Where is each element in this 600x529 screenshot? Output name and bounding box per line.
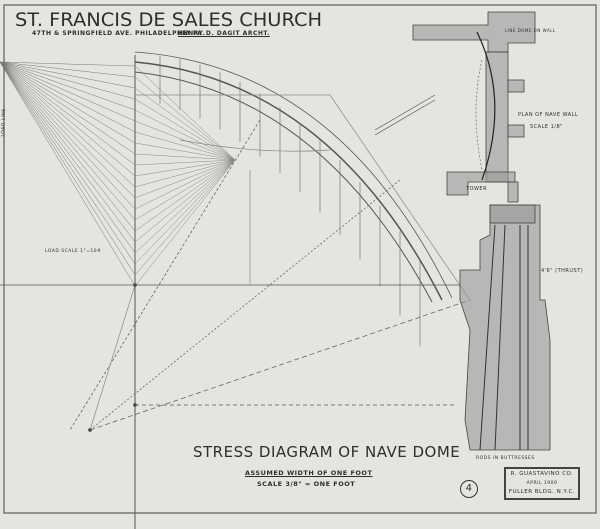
buttress-rods bbox=[479, 224, 529, 451]
fan-ray bbox=[0, 61, 136, 243]
fan-ray bbox=[134, 131, 236, 161]
nave-wall-plan bbox=[412, 11, 536, 203]
church-address: 47TH & SPRINGFIELD AVE. PHILADELPHIA PA. bbox=[32, 30, 206, 37]
architect-name: HENRY D. DAGIT ARCHT. bbox=[178, 30, 270, 37]
fan-ray bbox=[0, 61, 136, 276]
sheet-number: 4 bbox=[460, 480, 478, 498]
stamp-line-2: APRIL 1909 bbox=[526, 481, 558, 486]
dashed-resultant bbox=[89, 299, 471, 431]
fan-ray bbox=[134, 159, 236, 243]
fan-ray bbox=[134, 159, 236, 221]
tower-label: TOWER bbox=[466, 186, 488, 192]
fan-ray bbox=[134, 159, 236, 188]
sheet-border bbox=[3, 4, 597, 514]
fan-ray bbox=[0, 61, 136, 210]
fan-ray bbox=[134, 65, 236, 161]
fan-ray bbox=[0, 61, 136, 199]
fan-ray bbox=[0, 61, 136, 166]
fan-ray bbox=[134, 109, 236, 161]
fan-ray bbox=[0, 61, 136, 144]
thrust-dimension: 4'6" (THRUST) bbox=[541, 268, 584, 274]
fan-ray bbox=[0, 61, 136, 287]
fan-ray bbox=[134, 159, 236, 166]
scale-note: SCALE 3/8" = ONE FOOT bbox=[257, 480, 356, 488]
fan-ray bbox=[0, 61, 136, 100]
fan-ray bbox=[134, 159, 236, 287]
fan-ray bbox=[134, 159, 236, 199]
thrust-line bbox=[134, 51, 453, 299]
fan-ray bbox=[0, 61, 136, 188]
fan-ray bbox=[134, 159, 236, 232]
fan-ray bbox=[134, 142, 236, 161]
fan-ray bbox=[0, 61, 136, 67]
stamp-line-1: R. GUASTAVINO CO. bbox=[510, 471, 574, 477]
fan-ray bbox=[0, 61, 136, 89]
fan-ray bbox=[134, 159, 236, 265]
force-polygon-fan-2 bbox=[134, 65, 236, 287]
fan-ray bbox=[0, 61, 136, 254]
load-verticals bbox=[159, 55, 421, 347]
fan-ray bbox=[0, 61, 136, 177]
fan-ray bbox=[134, 87, 236, 161]
fan-ray bbox=[134, 153, 236, 161]
fan-ray bbox=[0, 61, 136, 221]
maker-stamp: R. GUASTAVINO CO. APRIL 1909 FULLER BLDG… bbox=[504, 467, 580, 500]
force-polygon-fan bbox=[0, 61, 136, 287]
load-line-note: LOAD LINE bbox=[1, 108, 8, 137]
plan-label: PLAN OF NAVE WALL bbox=[518, 112, 579, 118]
fan-ray bbox=[134, 159, 236, 254]
fan-ray bbox=[134, 159, 236, 276]
stamp-line-3: FULLER BLDG. N.Y.C. bbox=[508, 489, 576, 495]
assumed-width: ASSUMED WIDTH OF ONE FOOT bbox=[245, 469, 373, 477]
diagram-title: STRESS DIAGRAM OF NAVE DOME bbox=[193, 443, 461, 461]
rods-label: RODS IN BUTTRESSES bbox=[476, 456, 535, 461]
fan-ray bbox=[0, 61, 136, 78]
fan-ray bbox=[134, 159, 236, 210]
fan-ray bbox=[0, 61, 136, 155]
fan-ray bbox=[134, 120, 236, 161]
fan-ray bbox=[134, 98, 236, 161]
fan-ray bbox=[0, 61, 136, 122]
buttress-section bbox=[459, 204, 551, 451]
dome-arch-inner bbox=[134, 71, 433, 303]
load-scale: LOAD SCALE 1"=10# bbox=[45, 249, 102, 254]
dome-arch-outer bbox=[134, 61, 443, 301]
drawing-title: ST. FRANCIS DE SALES CHURCH bbox=[14, 9, 323, 31]
fan-ray bbox=[0, 61, 136, 133]
fan-ray bbox=[0, 61, 136, 111]
dome-note: LINE DOME ON WALL bbox=[505, 28, 556, 33]
fan-ray bbox=[134, 159, 236, 177]
fan-ray bbox=[0, 61, 136, 265]
plan-scale: SCALE 1/8" bbox=[530, 124, 563, 130]
fan-ray bbox=[0, 61, 136, 232]
